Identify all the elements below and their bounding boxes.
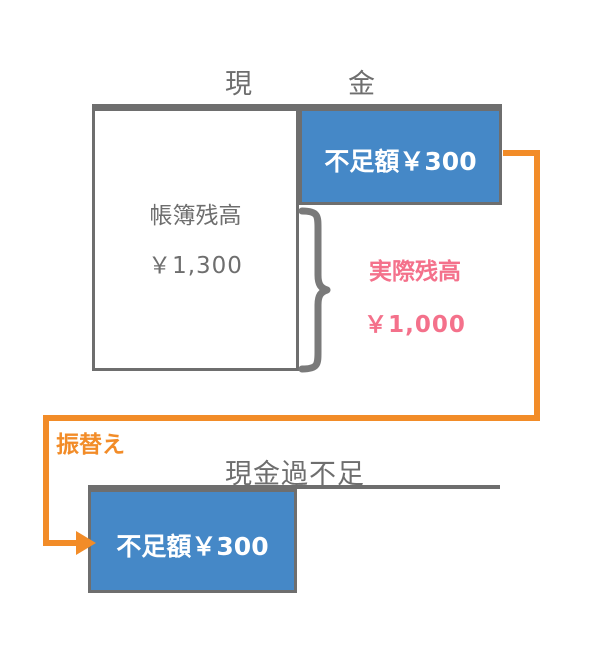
cash-debit-box [92,108,299,371]
cash-debit-label: 帳簿残高 [149,203,242,229]
cash-debit-amount: ￥1,300 [148,253,243,279]
cash-account-title: 現 金 [225,69,389,100]
cash-account-top-rule [92,104,502,108]
actual-balance-amount: ￥1,000 [364,312,466,338]
actual-balance-brace [298,207,331,373]
cash-credit-label: 不足額￥300 [324,147,477,176]
actual-balance-label: 実際残高 [369,259,461,285]
transfer-label: 振替え [56,432,125,458]
shortage-debit-label: 不足額￥300 [116,532,269,561]
